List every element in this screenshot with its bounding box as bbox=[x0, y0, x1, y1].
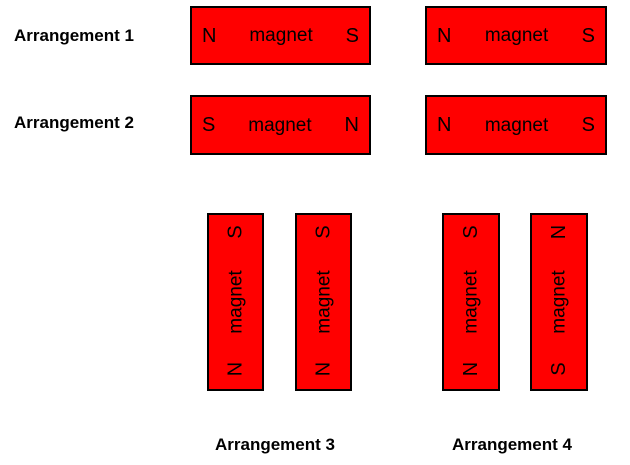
arrangement-1-magnet-left: N magnet S bbox=[190, 6, 371, 65]
arrangement-3-magnet-left: S magnet N bbox=[207, 213, 264, 391]
magnet-body-label: magnet bbox=[484, 114, 549, 136]
arrangement-4-magnet-left: S magnet N bbox=[442, 213, 500, 391]
pole-label: S bbox=[202, 114, 216, 136]
pole-label: N bbox=[437, 114, 452, 136]
pole-label: S bbox=[345, 24, 359, 47]
arrangement-4-magnet-right: N magnet S bbox=[530, 213, 588, 391]
pole-label: N bbox=[224, 361, 247, 377]
magnet-body-label: magnet bbox=[249, 25, 313, 46]
arrangement-3-magnet-right: S magnet N bbox=[295, 213, 352, 391]
pole-label: N bbox=[437, 24, 452, 47]
magnet-body-label: magnet bbox=[248, 114, 312, 136]
pole-label: S bbox=[581, 24, 595, 47]
pole-label: N bbox=[202, 24, 217, 47]
pole-label: N bbox=[344, 114, 359, 136]
arrangement-2-magnet-right: N magnet S bbox=[425, 95, 607, 155]
arrangement-2-label: Arrangement 2 bbox=[14, 113, 134, 132]
magnet-body-label: magnet bbox=[484, 25, 549, 46]
pole-label: S bbox=[460, 225, 482, 239]
arrangement-2-magnet-left: S magnet N bbox=[190, 95, 371, 155]
arrangement-4-label: Arrangement 4 bbox=[452, 435, 572, 454]
magnet-body-label: magnet bbox=[548, 270, 570, 334]
magnet-body-label: magnet bbox=[460, 270, 482, 334]
pole-label: N bbox=[312, 361, 335, 377]
magnet-body-label: magnet bbox=[225, 270, 246, 334]
pole-label: N bbox=[548, 224, 570, 240]
pole-label: S bbox=[581, 114, 595, 136]
arrangement-1-label: Arrangement 1 bbox=[14, 26, 134, 45]
pole-label: S bbox=[224, 225, 247, 239]
arrangement-1-magnet-right: N magnet S bbox=[425, 6, 607, 65]
magnet-body-label: magnet bbox=[313, 270, 334, 334]
arrangement-3-label: Arrangement 3 bbox=[215, 435, 335, 454]
pole-label: S bbox=[312, 225, 335, 239]
pole-label: N bbox=[460, 361, 482, 377]
pole-label: S bbox=[548, 362, 570, 376]
